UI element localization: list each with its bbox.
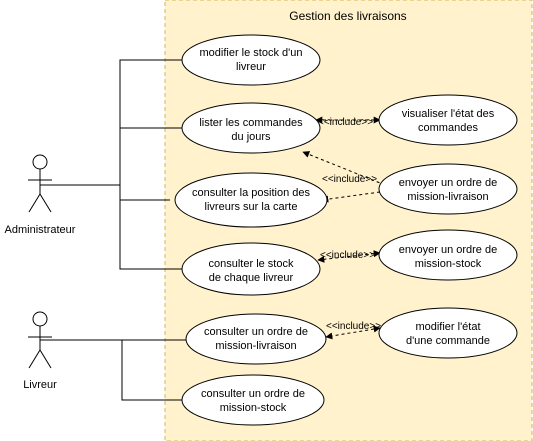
system-title: Gestion des livraisons	[289, 9, 406, 23]
svg-text:modifier l'état: modifier l'état	[415, 321, 480, 333]
svg-text:mission-livraison: mission-livraison	[215, 340, 296, 352]
use-case-uc10: modifier l'état d'une commande	[378, 307, 518, 359]
svg-text:consulter le stock: consulter le stock	[209, 258, 294, 270]
use-case-uc8: envoyer un ordre de mission-livraison	[378, 163, 518, 215]
use-case-uc6: consulter un ordre de mission-stock	[181, 374, 325, 426]
livreur-associations	[40, 339, 186, 401]
svg-text:lister les commandes: lister les commandes	[199, 117, 303, 129]
use-case-uc9: envoyer un ordre de mission-stock	[378, 229, 518, 281]
svg-text:d'une commande: d'une commande	[406, 335, 490, 347]
actor-administrateur	[28, 154, 52, 213]
svg-text:envoyer un ordre de: envoyer un ordre de	[399, 244, 497, 256]
svg-text:consulter la position des: consulter la position des	[192, 187, 311, 199]
svg-text:mission-stock: mission-stock	[415, 258, 482, 270]
svg-text:consulter un ordre de: consulter un ordre de	[201, 388, 305, 400]
actor-livreur	[28, 311, 52, 369]
include-label-4: <<include>>	[326, 321, 381, 332]
use-case-uc7: visualiser l'état des commandes	[378, 94, 518, 146]
use-case-uc1: modifier le stock d'un livreur	[181, 34, 321, 86]
use-case-uc2: lister les commandes du jours	[181, 102, 321, 154]
include-label-1: <<include>>	[318, 117, 373, 128]
include-relations	[302, 116, 386, 340]
actor-label-livreur: Livreur	[23, 379, 57, 391]
svg-text:mission-stock: mission-stock	[220, 402, 287, 414]
svg-text:envoyer un ordre de: envoyer un ordre de	[399, 177, 497, 189]
include-uc8-uc3	[321, 191, 381, 203]
use-case-uc5: consulter un ordre de mission-livraison	[185, 313, 327, 365]
svg-text:modifier le stock d'un: modifier le stock d'un	[200, 47, 303, 59]
svg-text:visualiser l'état des: visualiser l'état des	[402, 108, 495, 120]
use-case-uc3: consulter la position des livreurs sur l…	[174, 172, 328, 228]
svg-text:consulter un ordre de: consulter un ordre de	[204, 326, 308, 338]
svg-text:mission-livraison: mission-livraison	[407, 191, 488, 203]
include-label-2: <<include>>	[322, 174, 377, 185]
include-label-3: <<include>>	[320, 250, 375, 261]
svg-text:commandes: commandes	[418, 122, 478, 134]
include-uc8-uc2	[302, 151, 386, 186]
svg-text:de chaque livreur: de chaque livreur	[209, 272, 294, 284]
admin-associations	[40, 59, 182, 270]
svg-text:livreurs sur la carte: livreurs sur la carte	[205, 201, 298, 213]
actor-label-administrateur: Administrateur	[5, 224, 76, 236]
use-case-uc4: consulter le stock de chaque livreur	[181, 242, 321, 296]
svg-text:livreur: livreur	[236, 61, 266, 73]
svg-text:du jours: du jours	[231, 131, 271, 143]
include-uc4-uc9	[317, 250, 381, 263]
